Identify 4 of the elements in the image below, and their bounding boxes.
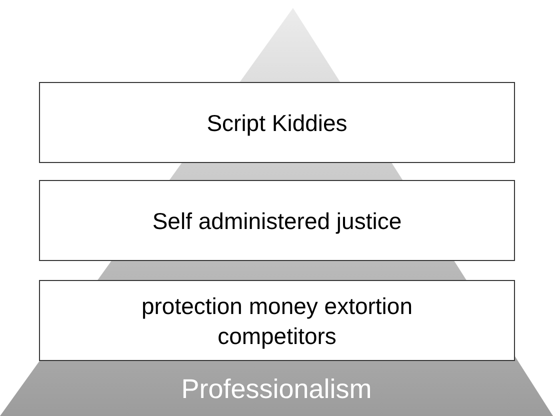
level-label: Script Kiddies	[206, 108, 348, 138]
pyramid-label: Professionalism	[180, 373, 373, 406]
level-label: protection money extortion competitors	[140, 292, 414, 350]
level-label: Self administered justice	[152, 206, 402, 236]
